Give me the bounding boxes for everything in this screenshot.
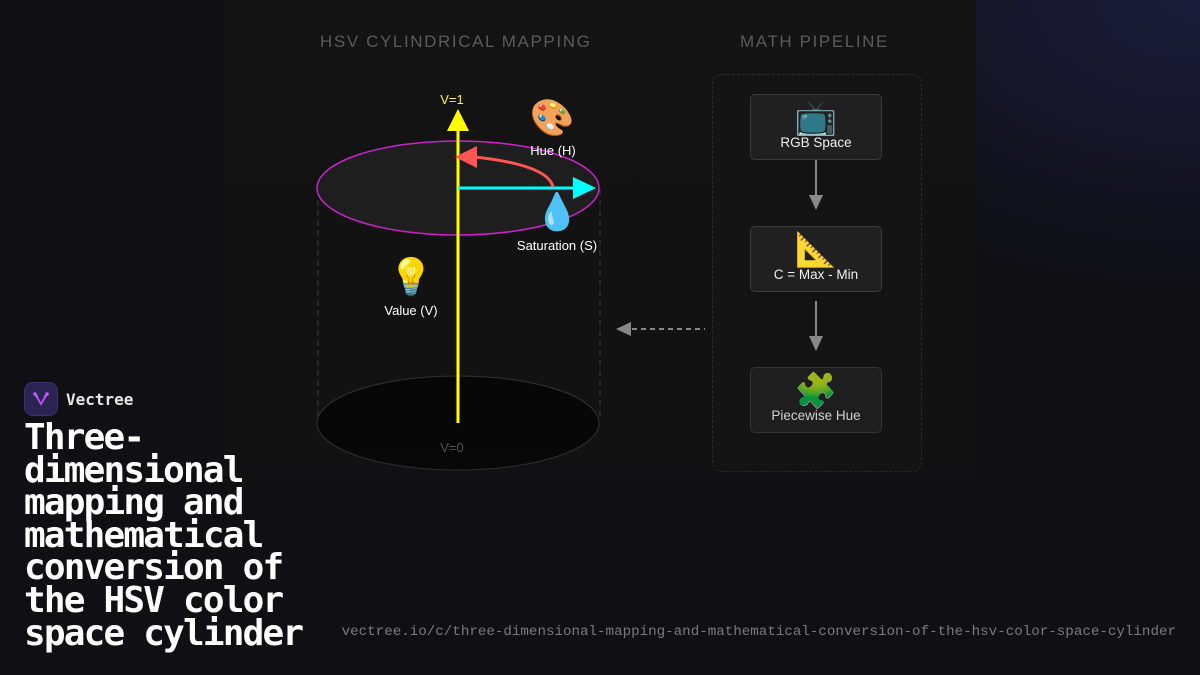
hsv-section-title: HSV CYLINDRICAL MAPPING <box>320 32 592 51</box>
hue-label: Hue (H) <box>530 143 576 158</box>
droplet-icon: 💧 <box>534 191 580 232</box>
node-label: RGB Space <box>780 135 852 150</box>
hue-arrowhead <box>455 146 477 168</box>
brand: Vectree <box>24 382 133 416</box>
television-icon: 📺 <box>794 99 838 137</box>
panel-bottom-fade <box>224 440 976 675</box>
value-label: Value (V) <box>384 303 438 318</box>
page-title: Three-dimensional mapping and mathematic… <box>24 417 304 654</box>
node-label: C = Max - Min <box>773 267 859 282</box>
lightbulb-icon: 💡 <box>388 256 434 297</box>
brand-name: Vectree <box>66 389 134 409</box>
node-label: Piecewise Hue <box>771 408 861 423</box>
page-url[interactable]: vectree.io/c/three-dimensional-mapping-a… <box>341 624 1176 640</box>
hue-arc <box>474 155 555 188</box>
vectree-logo-icon <box>24 382 58 416</box>
value-axis-arrowhead <box>447 109 469 131</box>
triangular-ruler-icon: 📐 <box>794 231 838 269</box>
v1-label: V=1 <box>440 92 464 107</box>
pipeline-section-title: MATH PIPELINE <box>740 32 889 51</box>
saturation-label: Saturation (S) <box>516 238 598 253</box>
pipeline-node-chroma: 📐 C = Max - Min <box>750 226 882 292</box>
pipeline-node-rgb-space: 📺 RGB Space <box>750 94 882 160</box>
saturation-arrowhead <box>573 177 596 199</box>
connector-arrowhead <box>616 322 631 336</box>
pipeline-node-piecewise-hue: 🧩 Piecewise Hue <box>750 367 882 433</box>
puzzle-piece-icon: 🧩 <box>794 372 838 410</box>
palette-icon: 🎨 <box>529 97 575 138</box>
